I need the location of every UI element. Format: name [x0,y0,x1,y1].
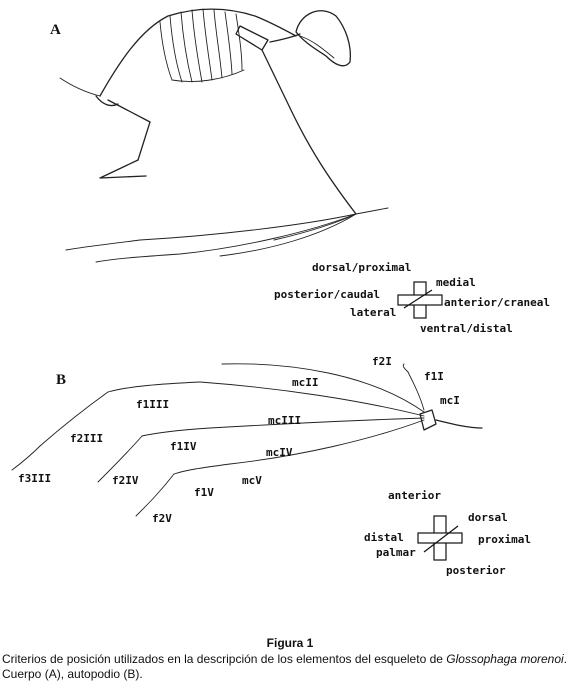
label-mcii: mcII [292,376,319,389]
axis-a-posterior-caudal: posterior/caudal [274,288,380,301]
mc-iv [209,417,425,429]
caption-text-before: Criterios de posición utilizados en la d… [2,652,447,666]
femur [107,99,151,123]
humerus [261,49,291,109]
label-mciv: mcIV [266,446,293,459]
figure-caption-text: Criterios de posición utilizados en la d… [2,652,578,682]
skeleton-figure: A [11,8,550,577]
digit-i [407,371,425,411]
axis-a-medial: medial [436,276,476,289]
axis-a-dorsal-proximal: dorsal/proximal [312,261,411,274]
f3-iii [11,445,41,471]
axis-b-dorsal: dorsal [468,511,508,524]
label-f2v: f2V [152,512,172,525]
f2-v [135,473,175,517]
axis-b-posterior: posterior [446,564,506,577]
label-f2iv: f2IV [112,474,139,487]
label-f2iii: f2III [70,432,103,445]
f2-iv [97,435,143,483]
skull [295,10,352,67]
label-f1v: f1V [194,486,214,499]
label-f1iv: f1IV [170,440,197,453]
foot [99,159,147,179]
panel-b-autopod: B f2I f1I mcI mcII f1III mcIII f2III f1I… [11,355,531,577]
digit-ii [221,363,425,413]
f1-iii [107,381,201,393]
axis-cross-a [397,281,443,319]
axis-a-ventral-distal: ventral/distal [420,322,513,335]
axis-b-palmar: palmar [376,546,416,559]
panel-b-letter: B [56,372,66,388]
figure-caption-title: Figura 1 [266,636,314,650]
panel-a-letter: A [50,22,61,38]
forearm-stub [435,419,483,429]
f1-v [173,463,231,475]
label-mcv: mcV [242,474,262,487]
carpals [419,409,437,431]
axis-b-distal: distal [364,531,404,544]
rib-cage [159,8,245,83]
digit-i-claw [402,363,409,373]
axis-b-anterior: anterior [388,489,441,502]
neck [269,33,301,43]
label-mci: mcI [440,394,460,407]
tibia [137,121,151,161]
mc-iii [199,381,425,417]
label-f2i: f2I [372,355,392,368]
axis-a-lateral: lateral [350,306,396,319]
caption-species: Glossophaga morenoi [446,652,564,666]
axis-cross-b [417,515,463,561]
f1-iv [141,427,211,437]
label-f1i: f1I [424,370,444,383]
jaw [299,35,335,59]
radius [289,107,357,215]
f2-iii [39,391,109,447]
axis-b-proximal: proximal [478,533,531,546]
label-f1iii: f1III [136,398,169,411]
panel-a-skeleton: A [50,8,550,335]
axis-a-anterior-craneal: anterior/craneal [444,296,550,309]
wing-digits-a [65,207,389,263]
tail [59,77,101,97]
label-f3iii: f3III [18,472,51,485]
label-mciii: mcIII [268,414,301,427]
caption-text-after: . Cuerpo (A), autopodio (B). [2,652,568,681]
spine [99,8,297,97]
mc-v [229,419,425,465]
